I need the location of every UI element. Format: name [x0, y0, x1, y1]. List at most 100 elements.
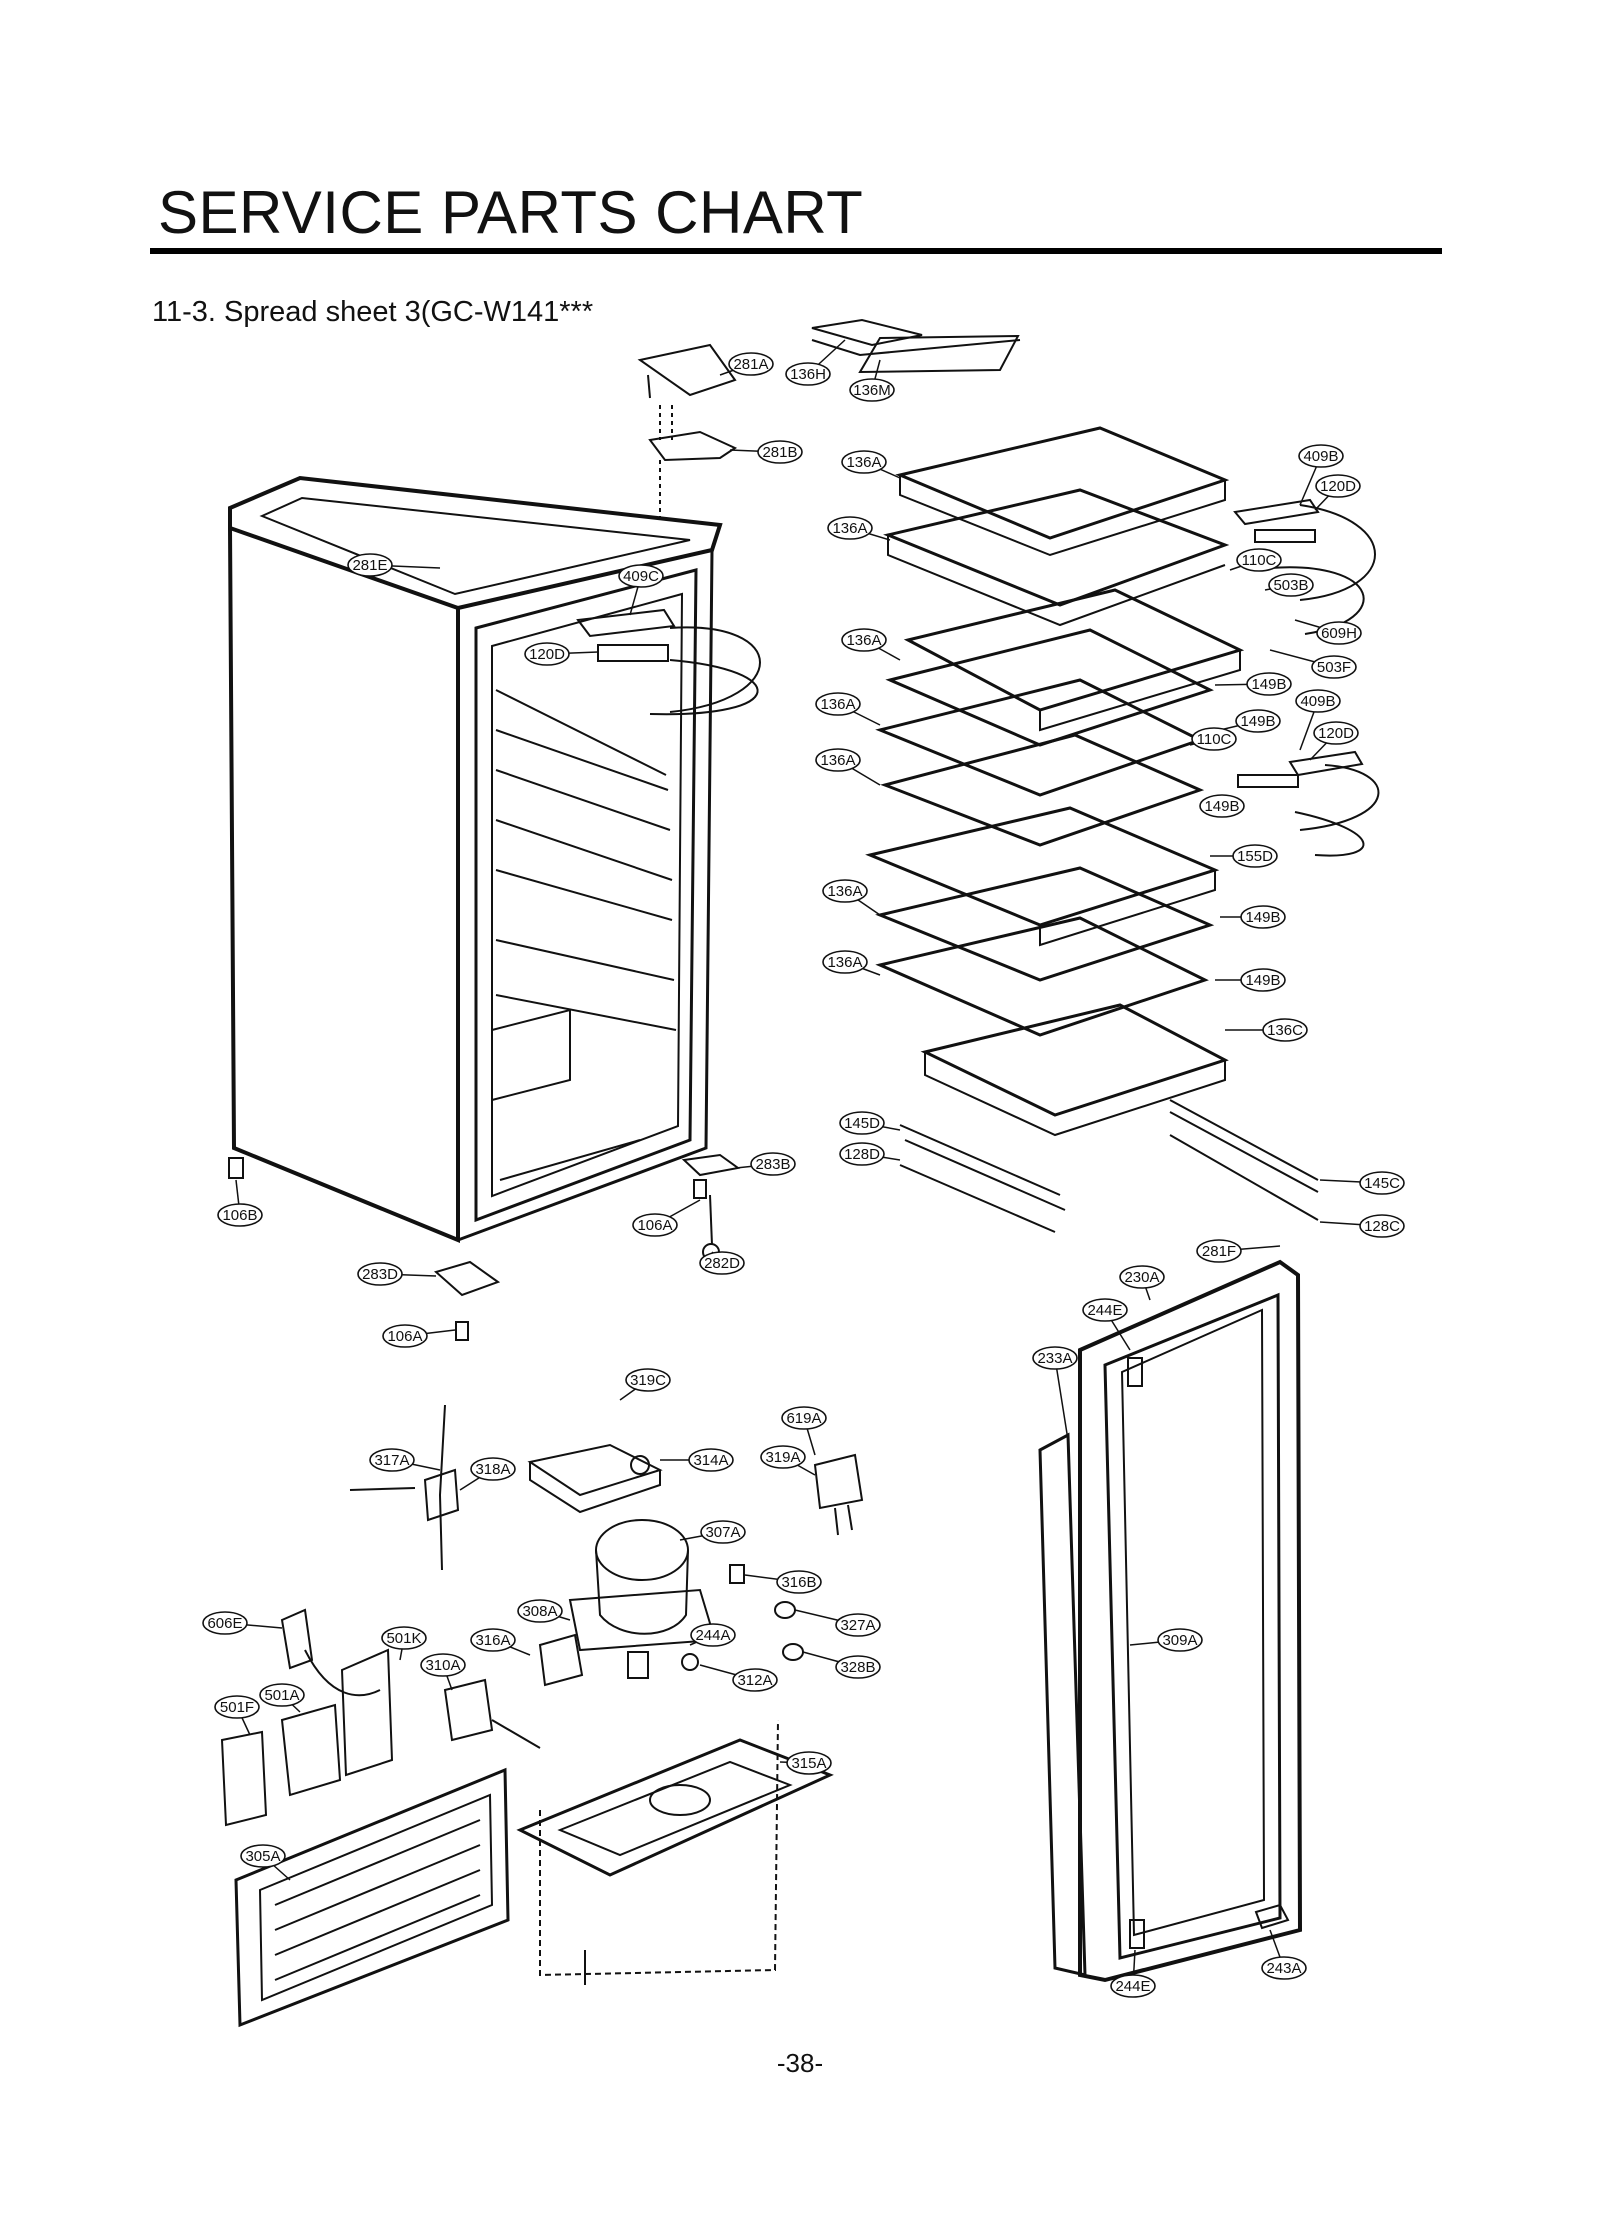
callout-409b: 409B	[1295, 689, 1341, 751]
callout-606e: 606E	[202, 1611, 283, 1635]
callout-319c: 319C	[619, 1368, 671, 1401]
callout-oval	[1082, 1298, 1128, 1322]
callout-label: 409B	[1300, 693, 1335, 710]
page-title: SERVICE PARTS CHART	[158, 179, 864, 246]
callout-149b: 149B	[1220, 905, 1286, 929]
shelf-stack	[865, 426, 1245, 1137]
callout-label: 110C	[1197, 731, 1232, 748]
back-cover-part	[234, 1767, 510, 2028]
callout-oval	[369, 1448, 415, 1472]
top-hinge-part	[648, 405, 738, 520]
callout-label: 305A	[245, 1848, 280, 1865]
callout-oval	[776, 1570, 822, 1594]
callout-145c: 145C	[1319, 1171, 1405, 1195]
callout-oval	[1298, 444, 1344, 468]
callout-128c: 128C	[1319, 1214, 1405, 1238]
callout-oval	[1311, 655, 1357, 679]
callout-281b: 281B	[729, 440, 803, 464]
callout-oval	[815, 748, 861, 772]
callout-328b: 328B	[802, 1651, 881, 1679]
callout-oval	[517, 1599, 563, 1623]
callout-label: 149B	[1240, 713, 1275, 730]
callout-label: 315A	[791, 1755, 826, 1772]
callout-label: 136A	[832, 520, 867, 537]
callout-136a: 136A	[822, 879, 881, 916]
callout-oval	[618, 564, 664, 588]
callout-310a: 310A	[420, 1653, 466, 1691]
callout-136a: 136A	[815, 692, 881, 726]
callout-oval	[849, 378, 895, 402]
callout-136a: 136A	[815, 748, 881, 786]
callout-305a: 305A	[240, 1844, 291, 1881]
callout-label: 136M	[853, 382, 891, 399]
callout-136a: 136A	[822, 950, 881, 976]
callout-label: 106A	[387, 1328, 422, 1345]
callout-label: 136A	[846, 454, 881, 471]
callout-oval	[524, 642, 570, 666]
callout-label: 281B	[762, 444, 797, 461]
callout-oval	[781, 1406, 827, 1430]
callout-label: 319A	[765, 1449, 800, 1466]
callout-oval	[1359, 1171, 1405, 1195]
callout-307a: 307A	[679, 1520, 746, 1544]
callout-label: 128D	[844, 1146, 880, 1163]
callout-oval	[214, 1695, 260, 1719]
callout-label: 316B	[781, 1574, 816, 1591]
callout-oval	[1295, 689, 1341, 713]
callout-oval	[822, 950, 868, 974]
callout-317a: 317A	[369, 1448, 441, 1472]
callout-label: 106B	[222, 1207, 257, 1224]
callout-oval	[690, 1623, 736, 1647]
callout-leader-line	[1054, 1357, 1069, 1441]
callout-oval	[760, 1445, 806, 1469]
callout-oval	[1315, 474, 1361, 498]
callout-308a: 308A	[517, 1599, 571, 1623]
callout-oval	[688, 1448, 734, 1472]
callout-oval	[728, 352, 774, 376]
callout-label: 244E	[1087, 1302, 1122, 1319]
callout-319a: 319A	[760, 1445, 816, 1476]
callout-label: 110C	[1242, 552, 1277, 569]
callout-316a: 316A	[470, 1628, 531, 1656]
callout-label: 243A	[1266, 1960, 1301, 1977]
cabinet-part	[228, 475, 723, 1341]
callout-label: 501K	[386, 1630, 421, 1647]
callout-281f: 281F	[1196, 1239, 1281, 1263]
callout-619a: 619A	[781, 1406, 827, 1456]
door-part	[1038, 1259, 1303, 1983]
callout-149b: 149B	[1215, 968, 1286, 992]
callout-label: 307A	[705, 1524, 740, 1541]
callout-label: 149B	[1204, 798, 1239, 815]
callout-327a: 327A	[794, 1609, 881, 1637]
callout-315a: 315A	[779, 1751, 832, 1775]
callout-609h: 609H	[1294, 619, 1362, 645]
callout-oval	[1110, 1974, 1156, 1998]
callout-label: 409B	[1303, 448, 1338, 465]
callout-283b: 283B	[735, 1152, 796, 1176]
callout-oval	[1119, 1265, 1165, 1289]
callout-155d: 155D	[1210, 844, 1278, 868]
callout-oval	[750, 1152, 796, 1176]
callout-110c: 110C	[1189, 727, 1237, 751]
callout-oval	[632, 1213, 678, 1237]
callout-110c: 110C	[1229, 548, 1282, 572]
callout-label: 120D	[529, 646, 565, 663]
callout-120d: 120D	[1314, 474, 1361, 511]
callout-oval	[1240, 905, 1286, 929]
callout-label: 318A	[475, 1461, 510, 1478]
callout-409b: 409B	[1298, 444, 1344, 506]
callout-oval	[1235, 709, 1281, 733]
callout-233a: 233A	[1032, 1346, 1078, 1441]
callout-oval	[1032, 1346, 1078, 1370]
callout-label: 233A	[1037, 1350, 1072, 1367]
callout-314a: 314A	[660, 1448, 734, 1472]
callout-501k: 501K	[381, 1626, 427, 1661]
callout-149b: 149B	[1219, 709, 1281, 733]
callout-label: 282D	[704, 1255, 740, 1272]
callout-oval	[1316, 621, 1362, 645]
hinge-cover-part	[637, 343, 737, 399]
callout-106a: 106A	[382, 1324, 456, 1348]
callout-316b: 316B	[744, 1570, 822, 1594]
bottom-hinge-part	[433, 1153, 741, 1297]
